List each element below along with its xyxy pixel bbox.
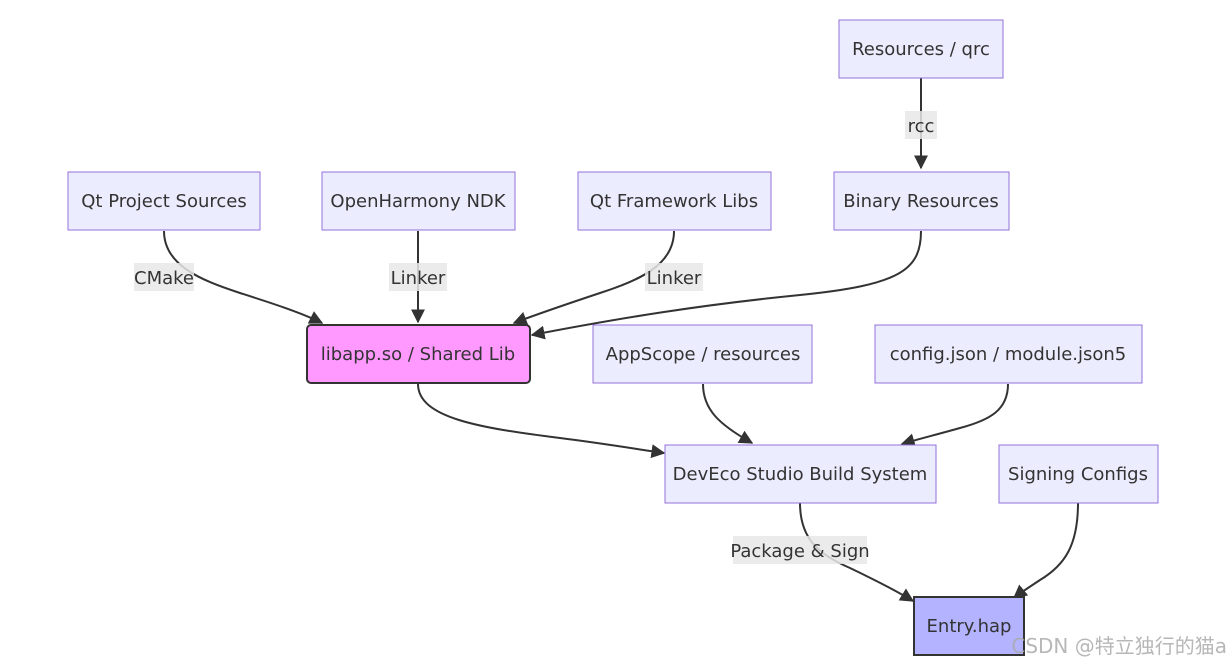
edge-label-bg <box>134 263 194 291</box>
edge-label-bg <box>645 263 703 291</box>
node-config-json: config.json / module.json5 <box>874 324 1143 384</box>
edge-binary-to-sharedlib <box>530 230 922 340</box>
edge-signing-to-hap <box>1012 502 1079 599</box>
node-signing-configs: Signing Configs <box>998 444 1159 504</box>
edge-appscope-to-deveco <box>702 383 754 444</box>
node-label: Signing Configs <box>1008 464 1148 485</box>
node-shared-lib: libapp.so / Shared Lib <box>306 324 531 384</box>
edge-label-linker-qt: Linker <box>647 268 702 289</box>
edge-labels: rcc CMake Linker Linker Package & Sign <box>134 111 937 564</box>
edge-label-cmake: CMake <box>134 268 194 289</box>
node-resources-qrc: Resources / qrc <box>838 19 1004 79</box>
edge-label-package-sign: Package & Sign <box>730 541 869 562</box>
node-label: AppScope / resources <box>606 344 801 365</box>
node-entry-hap: Entry.hap <box>913 596 1025 656</box>
node-label: Resources / qrc <box>852 39 990 60</box>
edge-label-bg <box>733 536 867 564</box>
node-label: Entry.hap <box>927 616 1012 637</box>
edge-sharedlib-to-deveco <box>417 383 666 459</box>
node-appscope-resources: AppScope / resources <box>592 324 813 384</box>
node-openharmony-ndk: OpenHarmony NDK <box>321 171 516 231</box>
edge-qtsources-to-sharedlib <box>163 230 324 324</box>
edge-label-bg <box>389 263 447 291</box>
edge-qtlibs-to-sharedlib <box>512 230 675 326</box>
edges <box>163 78 1079 602</box>
node-qt-framework-libs: Qt Framework Libs <box>577 171 772 231</box>
edge-label-bg <box>905 111 937 139</box>
edge-config-to-deveco <box>900 383 1009 447</box>
edge-label-rcc: rcc <box>908 116 935 137</box>
node-label: OpenHarmony NDK <box>330 191 506 212</box>
node-label: Binary Resources <box>843 191 999 212</box>
edge-deveco-to-hap <box>799 502 915 602</box>
node-label: Qt Framework Libs <box>590 191 758 212</box>
node-binary-resources: Binary Resources <box>833 171 1010 231</box>
node-label: libapp.so / Shared Lib <box>321 344 515 365</box>
node-label: config.json / module.json5 <box>890 344 1127 365</box>
node-label: DevEco Studio Build System <box>673 464 928 485</box>
nodes: Resources / qrc Qt Project Sources OpenH… <box>67 19 1159 656</box>
edge-label-linker-ndk: Linker <box>391 268 446 289</box>
node-label: Qt Project Sources <box>81 191 246 212</box>
node-deveco-build-system: DevEco Studio Build System <box>664 444 937 504</box>
node-qt-project-sources: Qt Project Sources <box>67 171 261 231</box>
